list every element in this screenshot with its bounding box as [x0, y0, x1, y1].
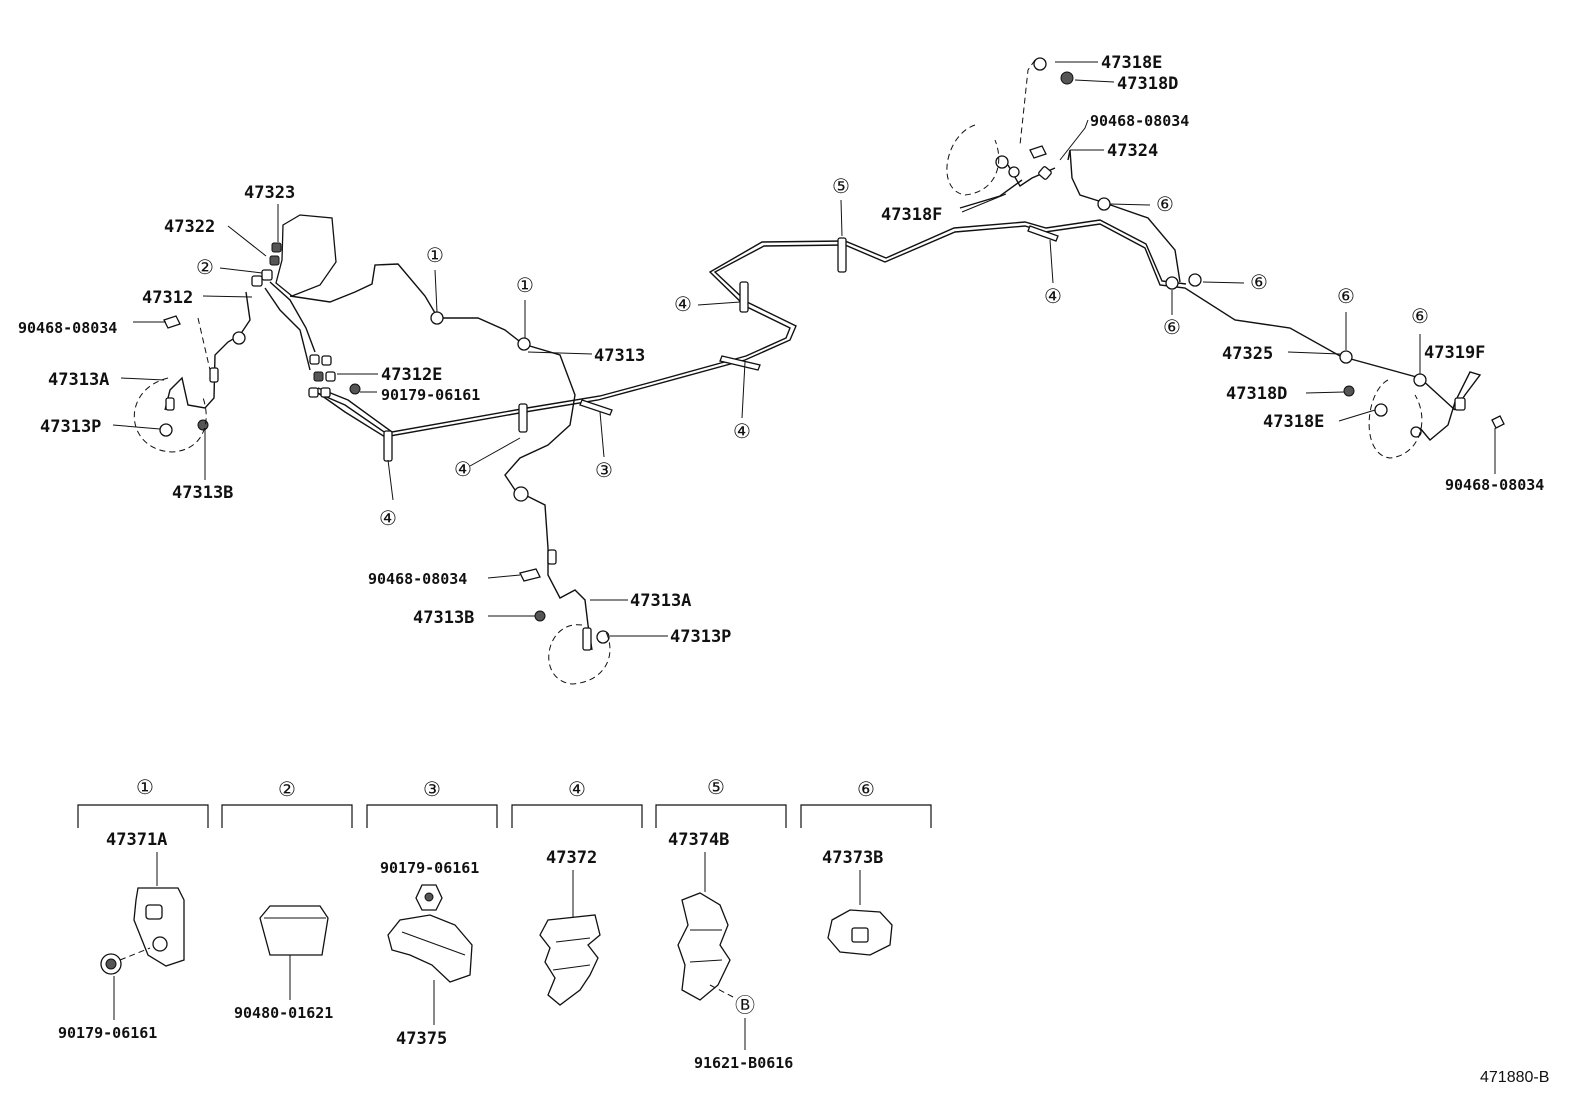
callout-1: ①: [516, 275, 534, 297]
callout-5: ⑤: [832, 176, 850, 198]
callout-4: ④: [379, 508, 397, 530]
callout-6: ⑥: [1163, 317, 1181, 339]
label-47313A-bottom: 47313A: [630, 591, 691, 611]
label-90468-08034-bottom: 90468-08034: [368, 570, 467, 588]
label-47312E: 47312E: [381, 365, 442, 385]
callout-6: ⑥: [1337, 286, 1355, 308]
callout-4: ④: [733, 421, 751, 443]
legend-label-47374B: 47374B: [668, 830, 729, 850]
label-90468-08034-top: 90468-08034: [1090, 112, 1189, 130]
clip-47372: [539, 914, 601, 1006]
callout-2: ②: [196, 257, 214, 279]
legend-number-2: ②: [278, 779, 296, 801]
part-labels: 47323 47322 47312 90468-08034 47313A 473…: [18, 53, 1544, 647]
label-47318E-top: 47318E: [1101, 53, 1162, 73]
callout-1: ①: [426, 245, 444, 267]
label-47313: 47313: [594, 346, 645, 366]
callout-4: ④: [454, 459, 472, 481]
label-47313P-bottom: 47313P: [670, 627, 731, 647]
legend-label-47375: 47375: [396, 1029, 447, 1049]
legend-label-90480-01621: 90480-01621: [234, 1004, 333, 1022]
callout-numbers: ① ① ② ③ ④ ④ ④ ④ ④ ⑤ ⑥ ⑥ ⑥ ⑥ ⑥: [196, 176, 1429, 530]
clip-47371A: [133, 887, 185, 967]
cap-90480-01621: [259, 905, 329, 956]
label-47312: 47312: [142, 288, 193, 308]
master-cylinder-outline: [275, 214, 337, 297]
legend-label-47371A: 47371A: [106, 830, 167, 850]
callout-4: ④: [1044, 286, 1062, 308]
label-47318E-right: 47318E: [1263, 412, 1324, 432]
parts-legend: ① ② ③ ④ ⑤ ⑥ 47371A 90179-06161 90480-016…: [58, 777, 932, 1072]
wheel-backing-plates: [133, 59, 1423, 685]
brake-pipe-routing: [164, 149, 1482, 651]
clip-47374B: [677, 892, 731, 1001]
label-47318D-right: 47318D: [1226, 384, 1287, 404]
label-47319F: 47319F: [1424, 343, 1485, 363]
legend-number-5: ⑤: [707, 777, 725, 799]
legend-label-91621-B0616: 91621-B0616: [694, 1054, 793, 1072]
label-90468-08034-left: 90468-08034: [18, 319, 117, 337]
callout-6: ⑥: [1156, 194, 1174, 216]
label-47313B-bottom: 47313B: [413, 608, 474, 628]
label-47318F: 47318F: [881, 205, 942, 225]
figure-code: 471880-B: [1480, 1069, 1549, 1086]
leader-lines: [112, 61, 1496, 637]
callout-3: ③: [595, 460, 613, 482]
legend-label-47373B: 47373B: [822, 848, 883, 868]
legend-number-4: ④: [568, 779, 586, 801]
label-47324: 47324: [1107, 141, 1158, 161]
label-90179-06161-top: 90179-06161: [381, 386, 480, 404]
legend-label-90179-06161-a: 90179-06161: [58, 1024, 157, 1042]
label-47318D-top: 47318D: [1117, 74, 1178, 94]
legend-number-1: ①: [136, 777, 154, 799]
label-47322: 47322: [164, 217, 215, 237]
label-47325: 47325: [1222, 344, 1273, 364]
callout-6: ⑥: [1411, 306, 1429, 328]
callout-4: ④: [674, 294, 692, 316]
pipe-clips: [209, 166, 1427, 565]
clamp-47375: [387, 914, 473, 983]
legend-label-90179-06161-b: 90179-06161: [380, 859, 479, 877]
callout-6: ⑥: [1250, 272, 1268, 294]
legend-number-6: ⑥: [857, 779, 875, 801]
fittings: [159, 57, 1505, 651]
label-47313A-left: 47313A: [48, 370, 109, 390]
callout-B: Ⓑ: [735, 994, 755, 1017]
legend-label-47372: 47372: [546, 848, 597, 868]
legend-number-3: ③: [423, 779, 441, 801]
label-47313B-left: 47313B: [172, 483, 233, 503]
label-47323: 47323: [244, 183, 295, 203]
label-47313P-left: 47313P: [40, 417, 101, 437]
label-90468-08034-right: 90468-08034: [1445, 476, 1544, 494]
